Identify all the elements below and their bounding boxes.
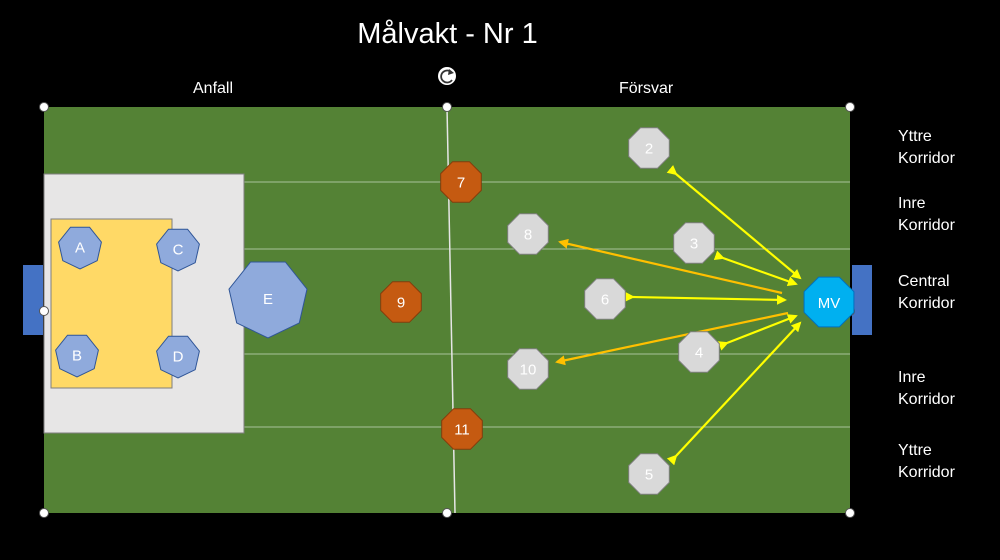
player-9[interactable]: 9 [380,281,422,323]
orange-arrows [555,238,789,366]
goalkeeper[interactable]: MV [803,276,855,328]
player-5-label: 5 [645,466,653,483]
page-title: Målvakt - Nr 1 [357,18,538,50]
player-5-shape [628,453,670,495]
player-9-shape [380,281,422,323]
defense-label: Försvar [619,80,674,97]
attacker-b-label: B [72,347,82,364]
attacker-b-shape [55,334,99,378]
player-2-shape [628,127,670,169]
player-8-shape [507,213,549,255]
attacker-d-shape [156,335,200,379]
player-2[interactable]: 2 [628,127,670,169]
player-11-shape [441,408,483,450]
attacker-e-shape [228,261,308,339]
player-5[interactable]: 5 [628,453,670,495]
player-7-label: 7 [457,174,465,191]
player-4-label: 4 [695,344,703,361]
rotate-handle-icon[interactable] [438,67,456,85]
left-goal [23,265,43,335]
attacker-c-label: C [173,241,184,258]
player-4-shape [678,331,720,373]
right-goal [852,265,872,335]
attacker-e-label: E [263,291,273,308]
player-8[interactable]: 8 [507,213,549,255]
attacker-c[interactable]: C [156,228,200,272]
player-8-label: 8 [524,226,532,243]
attacker-c-shape [156,228,200,272]
player-3-label: 3 [690,235,698,252]
player-2-label: 2 [645,140,653,157]
goalkeeper-label: MV [818,295,841,312]
selection-handles[interactable] [39,102,855,518]
attacker-a-label: A [75,239,85,256]
player-6-label: 6 [601,291,609,308]
player-7[interactable]: 7 [440,161,482,203]
player-9-label: 9 [397,294,405,311]
player-3[interactable]: 3 [673,222,715,264]
attacker-e[interactable]: E [228,261,308,339]
player-10-shape [507,348,549,390]
player-3-shape [673,222,715,264]
player-11-label: 11 [454,421,470,438]
attacker-d[interactable]: D [156,335,200,379]
player-6-shape [584,278,626,320]
player-11[interactable]: 11 [441,408,483,450]
attacker-a[interactable]: A [58,226,102,270]
player-6[interactable]: 6 [584,278,626,320]
attacker-b[interactable]: B [55,334,99,378]
attacker-a-shape [58,226,102,270]
player-10-label: 10 [520,361,537,378]
attacker-d-label: D [173,348,184,365]
player-10[interactable]: 10 [507,348,549,390]
attack-label: Anfall [193,80,234,97]
goalkeeper-shape [803,276,855,328]
player-7-shape [440,161,482,203]
player-4[interactable]: 4 [678,331,720,373]
yellow-arrows [624,165,802,466]
